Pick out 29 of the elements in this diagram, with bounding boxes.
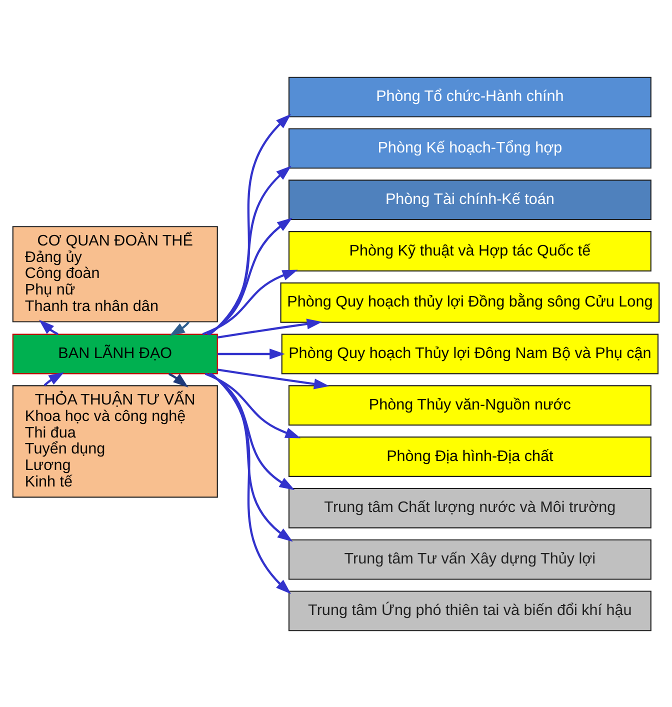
arrow <box>206 217 292 335</box>
arrow <box>204 372 301 438</box>
arrow <box>210 372 292 594</box>
arrow <box>44 372 64 386</box>
node-box: Phòng Quy hoạch thủy lợi Đồng bằng sông Cửu Long <box>280 282 660 322</box>
node-box: Phòng Kế hoạch-Tổng hợp <box>288 128 652 168</box>
arrow <box>208 113 292 335</box>
node-box: Trung tâm Tư vấn Xây dựng Thủy lợi <box>288 538 652 580</box>
node-box: Phòng Tổ chức-Hành chính <box>288 76 652 117</box>
node-box: Phòng Kỹ thuật và Hợp tác Quốc tế <box>288 230 652 271</box>
node-box: BAN LÃNH ĐẠO <box>12 333 218 374</box>
node-box: Phòng Thủy văn-Nguồn nước <box>288 384 652 426</box>
node-box: Phòng Tài chính-Kế toán <box>288 179 652 220</box>
arrow <box>217 368 330 389</box>
arrow <box>210 372 293 542</box>
arrow <box>170 320 190 336</box>
node-box: THỎA THUẬN TƯ VẤN Khoa học và công nghệ Thi đua Tuyển dụng Lương Kinh tế <box>12 384 218 498</box>
node-box: Phòng Quy hoạch Thủy lợi Đông Nam Bộ và Phụ cận <box>281 333 659 374</box>
node-box: CƠ QUAN ĐOÀN THỂ Đảng ủy Công đoàn Phụ nữ Thanh tra nhân dân <box>12 226 218 322</box>
node-box: Trung tâm Ứng phó thiên tai và biến đổi khí hậu <box>288 590 652 631</box>
arrow <box>39 319 58 335</box>
arrow <box>208 372 295 490</box>
node-box: Phòng Địa hình-Địa chất <box>288 436 652 476</box>
arrow <box>217 318 322 338</box>
arrow <box>202 269 298 335</box>
node-box: Trung tâm Chất lượng nước và Môi trường <box>288 487 652 528</box>
arrow <box>218 348 285 359</box>
arrow <box>208 165 292 335</box>
arrow <box>168 372 188 387</box>
